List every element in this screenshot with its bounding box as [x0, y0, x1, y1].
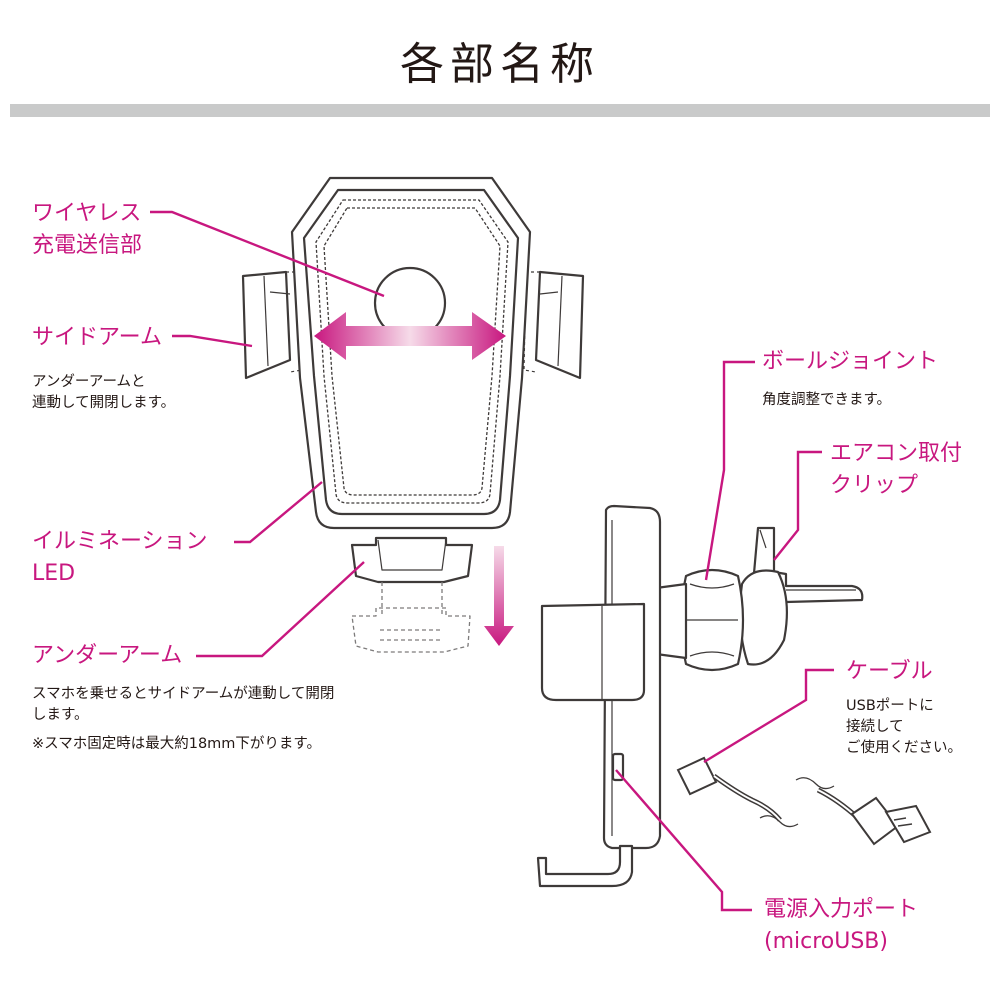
label-clip-line2: クリップ	[830, 473, 919, 498]
note-side-arm-line1: アンダーアームと	[32, 374, 146, 390]
label-clip-line1: エアコン取付	[830, 441, 963, 466]
label-illumination-line2: LED	[32, 561, 76, 586]
label-side-arm: サイドアーム	[32, 325, 163, 350]
open-close-arrow	[314, 312, 506, 360]
holder-body-outer	[290, 176, 532, 530]
title-divider	[10, 104, 990, 117]
label-air-vent-clip: エアコン取付 クリップ	[830, 438, 962, 502]
note-side-arm: アンダーアームと 連動して開閉します。	[32, 372, 175, 414]
under-arm-side	[536, 844, 634, 888]
label-wireless-line2: 充電送信部	[32, 233, 143, 258]
label-under-arm: アンダーアーム	[32, 643, 183, 668]
label-ball-joint: ボールジョイント	[762, 349, 939, 374]
label-port-line2: (microUSB)	[764, 929, 888, 954]
note-under-arm-line3: ※スマホ固定時は最大約18mm下がります。	[32, 736, 321, 752]
note-under-arm-line2: します。	[32, 707, 89, 723]
note-side-arm-line2: 連動して開閉します。	[32, 395, 176, 411]
note-ball-joint: 角度調整できます。	[762, 392, 892, 408]
front-view	[241, 176, 585, 653]
lowering-arrow	[484, 546, 514, 646]
label-wireless-charger: ワイヤレス 充電送信部	[32, 198, 142, 262]
note-under-arm: スマホを乗せるとサイドアームが連動して開閉 します。 ※スマホ固定時は最大約18…	[32, 684, 334, 755]
note-cable-line2: 接続して	[846, 719, 904, 735]
illumination-led-ring	[315, 199, 509, 504]
page-title: 各部名称	[400, 39, 600, 90]
label-port-line1: 電源入力ポート	[764, 897, 919, 922]
label-illumination-led: イルミネーション LED	[32, 526, 208, 590]
under-arm	[350, 536, 474, 584]
leader-lines	[150, 210, 834, 912]
usb-cable	[676, 756, 932, 846]
note-under-arm-line1: スマホを乗せるとサイドアームが連動して開閉	[32, 686, 335, 702]
side-arm-side	[540, 602, 646, 702]
label-power-input-port: 電源入力ポート (microUSB)	[764, 894, 918, 958]
label-illumination-line1: イルミネーション	[32, 529, 208, 554]
side-view	[536, 504, 864, 888]
label-cable: ケーブル	[846, 659, 933, 684]
note-cable: USBポートに 接続して ご使用ください。	[846, 696, 962, 759]
label-wireless-line1: ワイヤレス	[32, 201, 142, 226]
note-cable-line1: USBポートに	[846, 698, 934, 714]
note-cable-line3: ご使用ください。	[846, 740, 962, 756]
